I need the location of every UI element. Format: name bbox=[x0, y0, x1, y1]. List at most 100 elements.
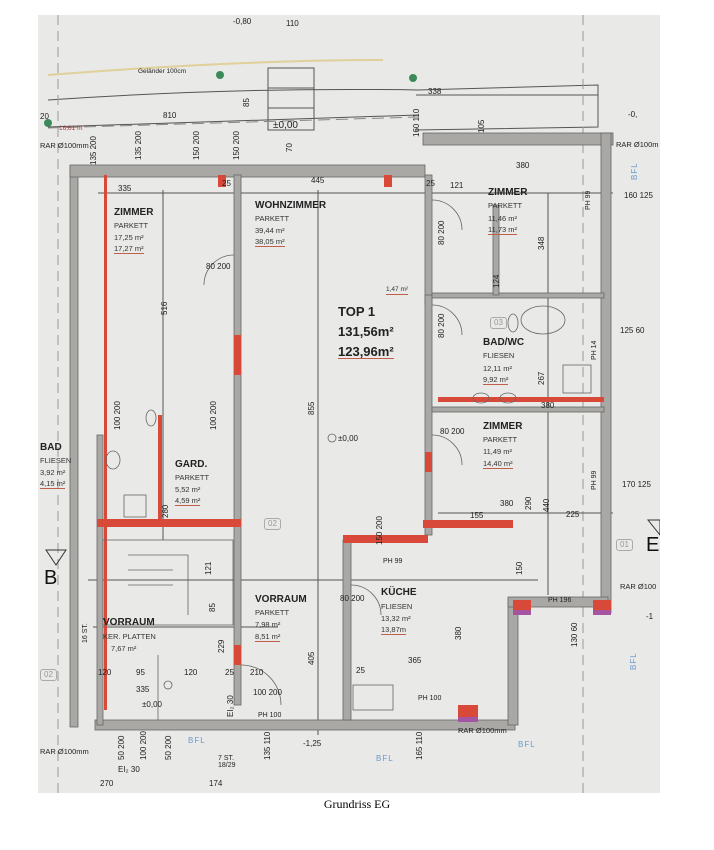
dim-516: 516 bbox=[160, 301, 169, 315]
dim-155: 155 bbox=[470, 511, 484, 520]
dim-170-125: 170 125 bbox=[622, 480, 651, 489]
dim-380-a: 380 bbox=[516, 161, 530, 170]
dim-130-60: 130 60 bbox=[570, 622, 579, 647]
terrace-stairs bbox=[267, 67, 315, 131]
room-vorraum-left-name: VORRAUM bbox=[103, 617, 155, 628]
room-bad-wc-area2: 9,92 m² bbox=[483, 375, 509, 385]
ei30-door: EI₂ 30 bbox=[226, 695, 235, 717]
dim-855: 855 bbox=[307, 401, 316, 415]
bfl-bottom-c: BFL bbox=[518, 740, 536, 749]
top-name: TOP 1 bbox=[338, 304, 376, 319]
dim-100-200-a: 100 200 bbox=[113, 401, 122, 430]
dim-150-200-a: 150 200 bbox=[192, 131, 201, 160]
railing-label: Geländer 100cm bbox=[138, 68, 187, 75]
dim-135-110: 135 110 bbox=[263, 731, 272, 760]
dim-225: 225 bbox=[566, 510, 580, 519]
dim-338: 338 bbox=[428, 87, 442, 96]
ph99-right: PH 99 bbox=[591, 470, 598, 490]
dim-125-60: 125 60 bbox=[620, 326, 645, 335]
tag-02-b: 02 bbox=[40, 669, 57, 681]
dim-50-200-b: 50 200 bbox=[164, 735, 173, 760]
door-80-200-d: 80 200 bbox=[440, 427, 465, 436]
dim-70: 70 bbox=[285, 143, 294, 152]
level-terrace: ±0,00 bbox=[273, 120, 298, 131]
dim-280: 280 bbox=[161, 504, 170, 518]
room-bad-wc-name: BAD/WC bbox=[483, 337, 525, 348]
dim-85-b: 85 bbox=[208, 603, 217, 612]
ph100-a: PH 100 bbox=[258, 712, 282, 719]
floor-plan: -0,80 110 Geländer 100cm 85 ±0,00 810 33… bbox=[38, 15, 660, 793]
dim-150: 150 bbox=[515, 561, 524, 575]
room-wohnzimmer-name: WOHNZIMMER bbox=[255, 200, 327, 211]
dim-335: 335 bbox=[118, 184, 132, 193]
room-wohnzimmer-area: 39,44 m² bbox=[255, 226, 285, 235]
dim-25-a: 25 bbox=[222, 179, 231, 188]
room-kueche-area2: 13,87m bbox=[381, 625, 407, 635]
door-kitchen: 80 200 bbox=[340, 594, 365, 603]
length-label: 16,61 m bbox=[59, 125, 83, 132]
room-gard-floor: PARKETT bbox=[175, 473, 210, 482]
dim-365: 365 bbox=[408, 656, 422, 665]
room-gard-name: GARD. bbox=[175, 459, 208, 470]
dim-150-200-c: 150 200 bbox=[375, 516, 384, 545]
tag-02: 02 bbox=[264, 518, 281, 530]
dim-160-110: 160 110 bbox=[412, 108, 421, 137]
dim-380-b: 380 bbox=[541, 401, 555, 410]
dim-100-200-b: 100 200 bbox=[209, 401, 218, 430]
level-marker bbox=[327, 433, 337, 443]
ph14: PH 14 bbox=[591, 340, 598, 360]
dim-100-200-d: 100 200 bbox=[139, 731, 148, 760]
room-vorraum-mid-area2: 8,51 m² bbox=[255, 632, 281, 642]
dim-270: 270 bbox=[100, 779, 114, 788]
room-gard-area: 5,52 m² bbox=[175, 485, 201, 494]
stairs-left: 16 ST. bbox=[82, 623, 89, 643]
door-100-200-c: 100 200 bbox=[253, 688, 282, 697]
door-80-200-c: 80 200 bbox=[437, 313, 446, 338]
room-bad-area: 3,92 m² bbox=[40, 468, 66, 477]
dim-85: 85 bbox=[242, 98, 251, 107]
dim-810: 810 bbox=[163, 111, 177, 120]
dim-121-b: 121 bbox=[204, 561, 213, 575]
shower bbox=[562, 364, 592, 394]
room-zimmer-left-floor: PARKETT bbox=[114, 221, 149, 230]
dim-174: 174 bbox=[209, 779, 223, 788]
bfl-bottom-b: BFL bbox=[376, 754, 394, 763]
room-zimmer-top-right-area2: 11,73 m² bbox=[488, 225, 518, 235]
level-right-mid: -1 bbox=[646, 612, 654, 621]
dim-135-200-a: 135 200 bbox=[89, 136, 98, 165]
dim-335-b: 335 bbox=[136, 685, 150, 694]
door-80-200-a: 80 200 bbox=[206, 262, 231, 271]
dim-380-d: 380 bbox=[454, 626, 463, 640]
room-bad-wc-area: 12,11 m² bbox=[483, 364, 513, 373]
dim-267: 267 bbox=[537, 371, 546, 385]
room-kueche-area: 13,32 m² bbox=[381, 614, 411, 623]
rar-bottom-left: RAR Ø100mm bbox=[40, 747, 89, 756]
dim-50-200-a: 50 200 bbox=[117, 735, 126, 760]
plan-caption: Grundriss EG bbox=[323, 797, 391, 811]
small-area: 1,47 m² bbox=[386, 286, 409, 295]
axis-e: E bbox=[646, 534, 660, 556]
dim-25-b: 25 bbox=[426, 179, 435, 188]
dim-121: 121 bbox=[450, 181, 464, 190]
room-zimmer-left-area: 17,25 m² bbox=[114, 233, 144, 242]
dim-25-d: 25 bbox=[356, 666, 365, 675]
level-entry: ±0,00 bbox=[142, 700, 162, 709]
dim-160-125: 160 125 bbox=[624, 191, 653, 200]
bathtub bbox=[520, 305, 566, 335]
ph100-b: PH 100 bbox=[418, 695, 442, 702]
ph99-kitchen: PH 99 bbox=[383, 558, 403, 565]
room-zimmer-left-area2: 17,27 m² bbox=[114, 244, 144, 254]
room-zimmer-top-right-name: ZIMMER bbox=[488, 187, 528, 198]
room-zimmer-top-right-floor: PARKETT bbox=[488, 201, 523, 210]
room-vorraum-left-area: 7,67 m² bbox=[111, 644, 137, 653]
dim-210: 210 bbox=[250, 668, 264, 677]
level-top: -0,80 bbox=[233, 17, 252, 26]
room-bad-name: BAD bbox=[40, 442, 62, 453]
room-gard-area2: 4,59 m² bbox=[175, 496, 201, 506]
room-vorraum-mid-name: VORRAUM bbox=[255, 594, 307, 605]
bfl-right: BFL bbox=[629, 652, 638, 670]
dim-124: 124 bbox=[492, 274, 501, 288]
dim-229: 229 bbox=[217, 639, 226, 653]
ph196: PH 196 bbox=[548, 597, 572, 604]
tag-03: 03 bbox=[490, 317, 507, 329]
